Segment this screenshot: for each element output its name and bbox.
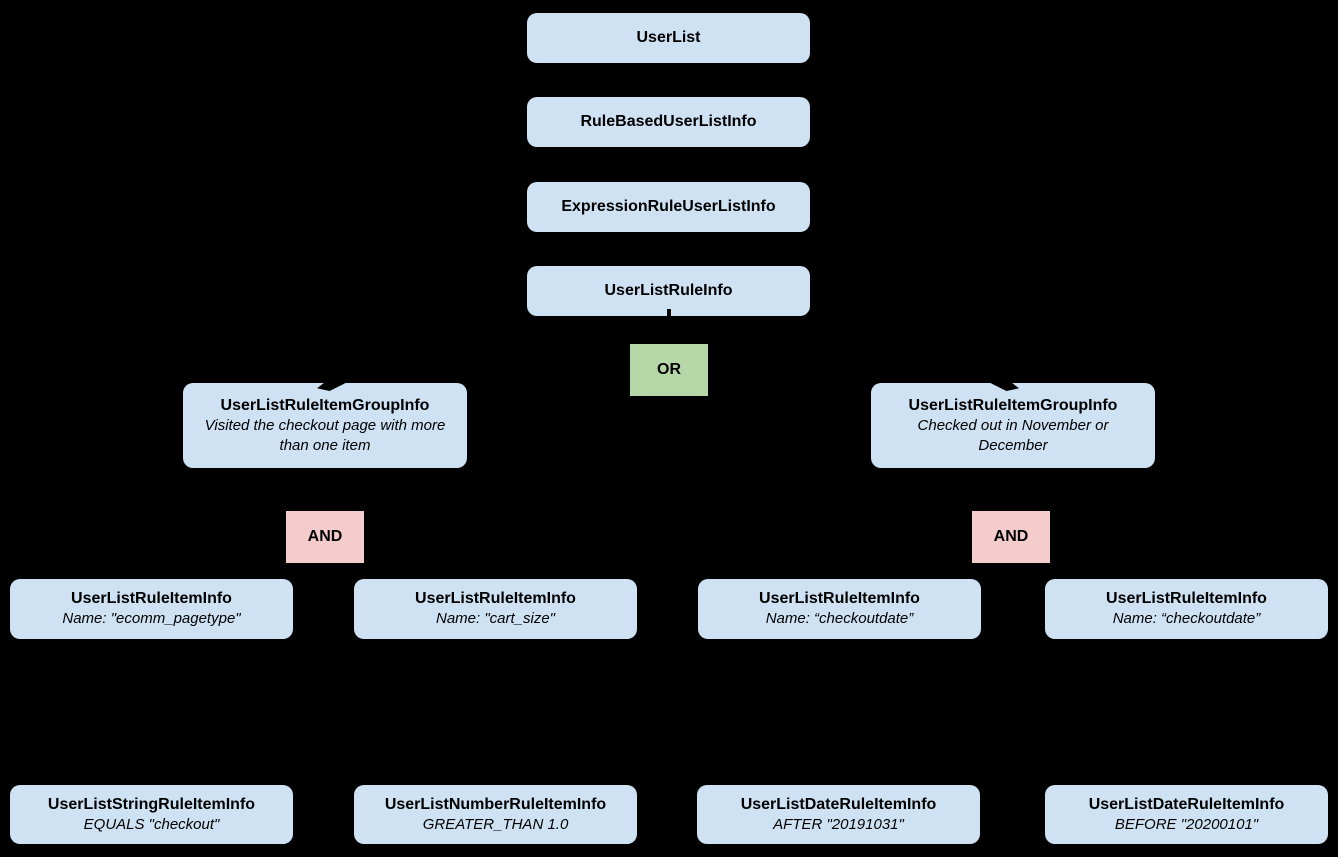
node-subtitle: Name: "ecomm_pagetype" [62, 610, 241, 627]
node-title: UserList [636, 29, 701, 46]
node-title: UserListRuleItemInfo [415, 590, 576, 607]
node-title: UserListRuleItemGroupInfo [908, 396, 1118, 414]
node-expression-rule-user-list-info: ExpressionRuleUserListInfo [527, 182, 810, 232]
node-subtitle: Checked out in November or December [917, 416, 1109, 454]
node-string-rule-item: UserListStringRuleItemInfo EQUALS "check… [10, 785, 293, 844]
node-subtitle: Visited the checkout page with more than… [204, 416, 446, 454]
operator-label: OR [657, 361, 681, 378]
node-title: UserListDateRuleItemInfo [740, 795, 937, 813]
operator-or: OR [630, 344, 708, 396]
node-rule-item-group-left: UserListRuleItemGroupInfo Visited the ch… [183, 383, 467, 468]
node-number-rule-item: UserListNumberRuleItemInfo GREATER_THAN … [354, 785, 637, 844]
operator-and-right: AND [972, 511, 1050, 563]
node-title: RuleBasedUserListInfo [580, 113, 757, 130]
node-subtitle: BEFORE "20200101" [1114, 815, 1259, 833]
node-title: UserListRuleItemInfo [71, 590, 232, 607]
node-subtitle: AFTER "20191031" [773, 815, 904, 833]
node-title: UserListRuleInfo [604, 282, 733, 299]
operator-and-left: AND [286, 511, 364, 563]
node-title: UserListNumberRuleItemInfo [384, 795, 607, 813]
node-title: UserListDateRuleItemInfo [1088, 795, 1285, 813]
node-title: UserListRuleItemInfo [759, 590, 920, 607]
operator-label: AND [307, 528, 343, 545]
node-title: ExpressionRuleUserListInfo [561, 198, 776, 215]
node-date-rule-item-after: UserListDateRuleItemInfo AFTER "20191031… [697, 785, 980, 844]
node-title: UserListRuleItemGroupInfo [220, 396, 430, 414]
node-date-rule-item-before: UserListDateRuleItemInfo BEFORE "2020010… [1045, 785, 1328, 844]
node-rule-item-cart-size: UserListRuleItemInfo Name: "cart_size" [354, 579, 637, 639]
node-userlist: UserList [527, 13, 810, 63]
node-rule-item-checkoutdate-1: UserListRuleItemInfo Name: “checkoutdate… [698, 579, 981, 639]
node-title: UserListRuleItemInfo [1106, 590, 1267, 607]
node-title: UserListStringRuleItemInfo [47, 795, 256, 813]
operator-label: AND [993, 528, 1029, 545]
connector-tick [667, 309, 671, 317]
node-rule-based-user-list-info: RuleBasedUserListInfo [527, 97, 810, 147]
node-rule-item-checkoutdate-2: UserListRuleItemInfo Name: “checkoutdate… [1045, 579, 1328, 639]
node-subtitle: Name: “checkoutdate” [1112, 610, 1261, 627]
node-rule-item-group-right: UserListRuleItemGroupInfo Checked out in… [871, 383, 1155, 468]
node-subtitle: GREATER_THAN 1.0 [422, 815, 569, 833]
node-user-list-rule-info: UserListRuleInfo [527, 266, 810, 316]
node-subtitle: EQUALS "checkout" [83, 815, 220, 833]
node-rule-item-ecomm-pagetype: UserListRuleItemInfo Name: "ecomm_pagety… [10, 579, 293, 639]
node-subtitle: Name: "cart_size" [435, 610, 556, 627]
node-subtitle: Name: “checkoutdate” [765, 610, 914, 627]
